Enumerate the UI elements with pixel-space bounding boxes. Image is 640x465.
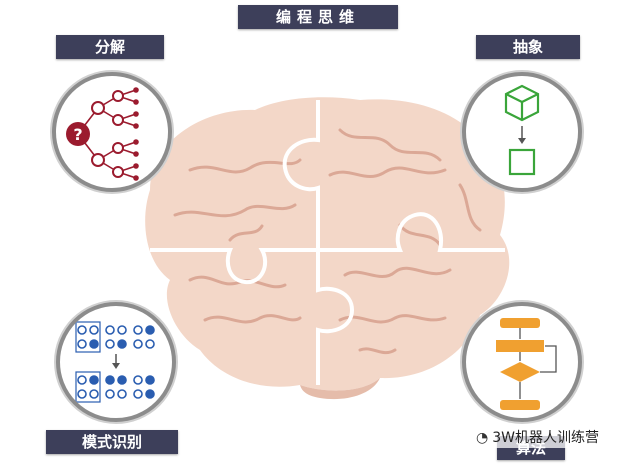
pattern-recognition-badge (56, 302, 176, 422)
dot-grid-pattern-icon (75, 321, 155, 403)
brain-folds (173, 128, 482, 355)
watermark: ◔3W机器人训练营 (472, 426, 603, 448)
wechat-icon: ◔ (476, 430, 489, 446)
decomposition-tree-icon: ? (66, 87, 139, 181)
cube-to-square-icon (504, 84, 540, 176)
pattern-recognition-label: 模式识别 (46, 430, 178, 454)
watermark-text: 3W机器人训练营 (492, 430, 599, 446)
brain-shape (145, 97, 510, 391)
svg-text:?: ? (73, 125, 82, 144)
page-title: 编程思维 (238, 5, 398, 29)
decomposition-badge: ? (52, 72, 172, 192)
flowchart-icon (496, 318, 557, 410)
decomposition-label: 分解 (56, 35, 164, 59)
algorithm-badge (462, 302, 582, 422)
puzzle-lines (150, 100, 505, 385)
abstraction-badge (462, 72, 582, 192)
abstraction-label: 抽象 (476, 35, 580, 59)
